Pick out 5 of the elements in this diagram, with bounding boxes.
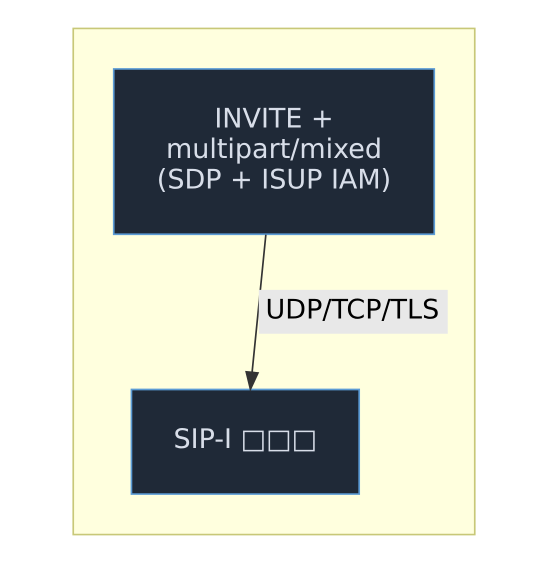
node-box: INVITE + multipart/mixed (SDP + ISUP IAM): [112, 68, 436, 236]
cluster: [72, 28, 476, 536]
arrow: [245, 234, 267, 392]
edge-label: UDP/TCP/TLS: [266, 294, 440, 326]
node-box: SIP-I □□□: [130, 388, 360, 495]
